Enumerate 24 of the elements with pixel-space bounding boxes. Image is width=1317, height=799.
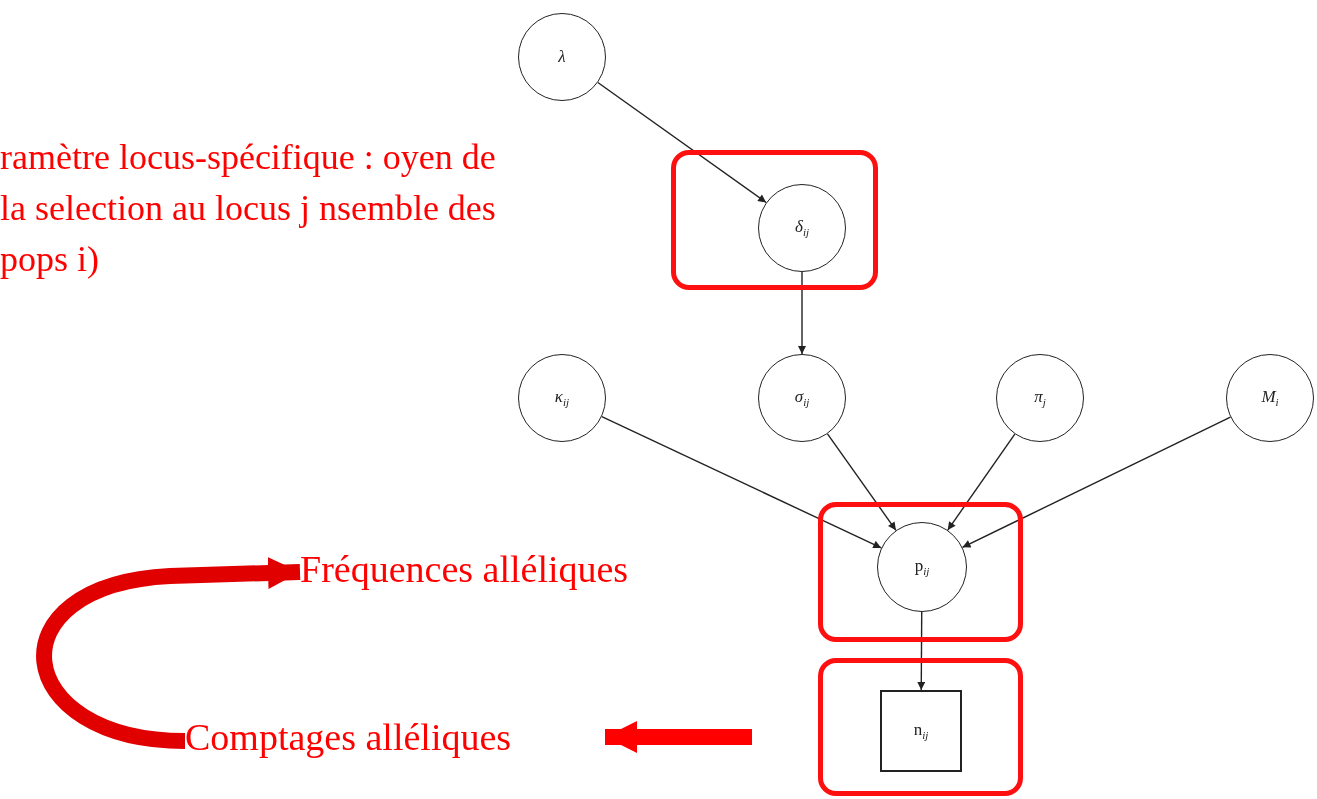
arrow [798,271,806,355]
highlight-frame [818,502,1023,642]
variable-symbol: n$_{ij}$ [913,720,929,742]
highlight-frame [671,150,878,290]
arrow [947,433,1016,531]
thick-arrow [605,721,752,753]
variable-symbol: λ [558,47,566,67]
variable-symbol: π$_{j}$ [1034,387,1046,409]
variable-symbol: δ$_{ij}$ [795,217,809,239]
arrow [601,416,882,549]
arrow [826,433,897,531]
thick-arrow [36,557,301,749]
arrow [961,416,1232,549]
annotation-text: ramètre locus-spécifique : oyen de la selection au locus j nsemble des pops i) [0,136,497,281]
variable-symbol: κ$_{ij}$ [554,387,570,409]
observed-variable-square [880,690,962,772]
variable-symbol: p$_{ij}$ [914,556,930,578]
arrow [597,81,767,204]
variable-symbol: σ$_{ij}$ [794,387,810,409]
highlight-frame [818,658,1023,796]
annotation-text: Fréquences alléliques [300,543,720,595]
annotation-text: Comptages alléliques [185,712,605,762]
arrow [917,611,926,691]
variable-symbol: M$_{i}$ [1261,387,1279,409]
